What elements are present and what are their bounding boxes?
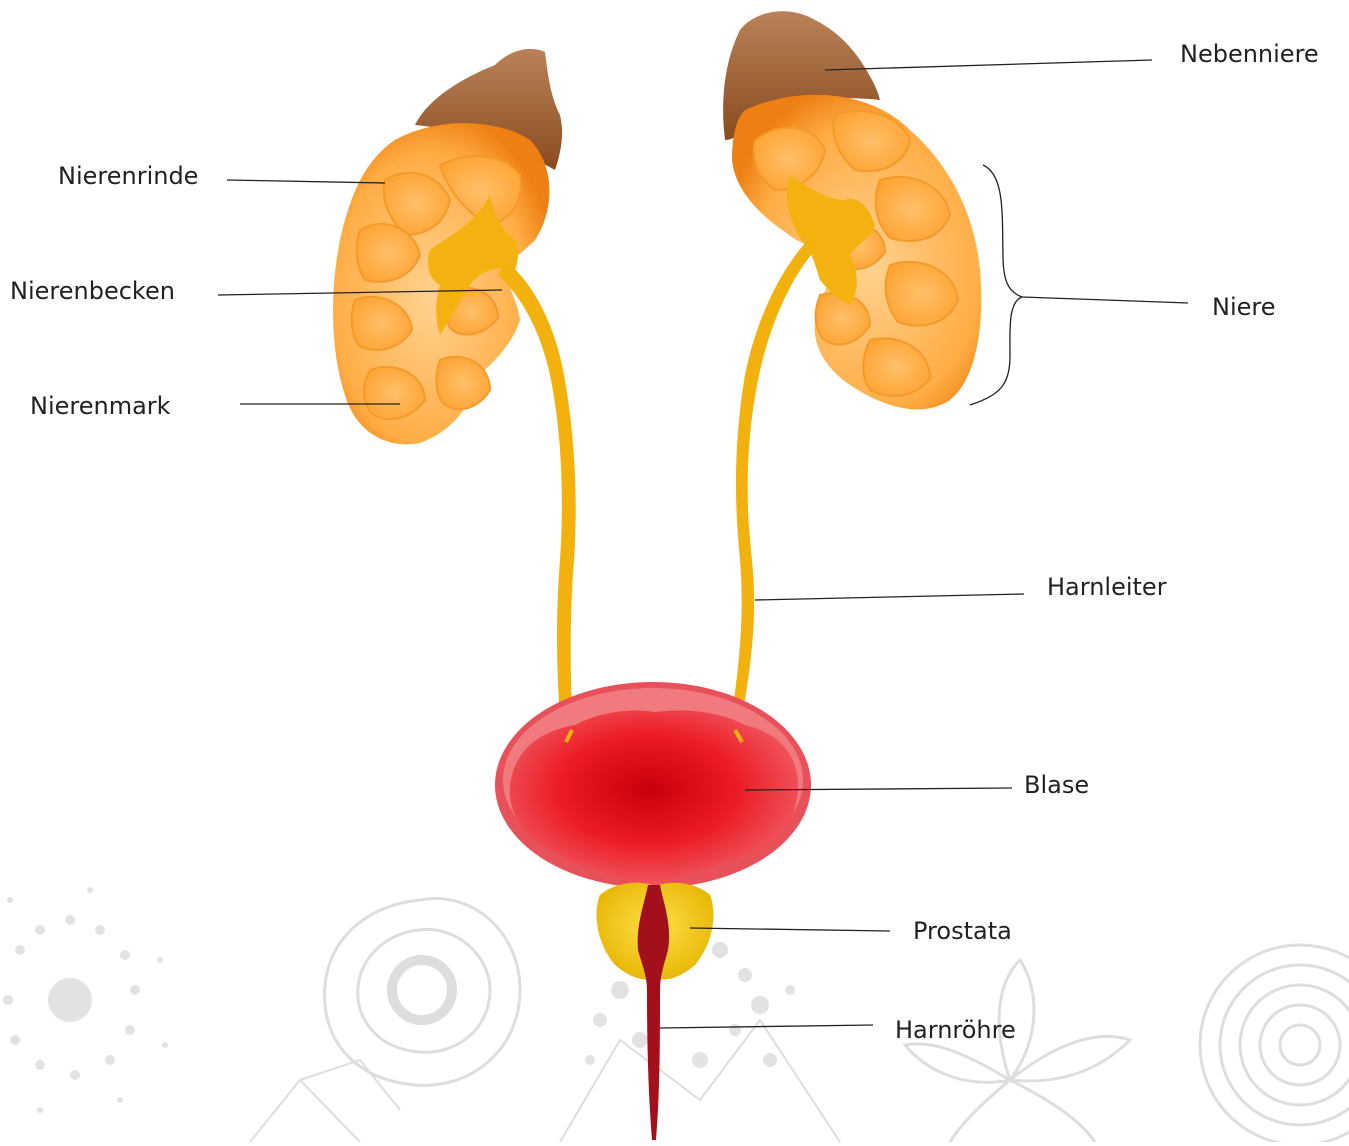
right-ureter [732,240,820,718]
web-lines-decoration [250,1020,840,1142]
nebenniere-label: Nebenniere [1180,42,1319,66]
blase-label: Blase [1024,773,1089,797]
nierenmark-label: Nierenmark [30,394,171,418]
nierenrinde-label: Nierenrinde [58,164,198,188]
urethra [638,885,669,1140]
prostata-label: Prostata [913,919,1012,943]
nebenniere-leader-line [825,60,1152,70]
harnleiter-leader-line [755,594,1024,600]
bladder [495,682,811,888]
spiral-decoration [1200,945,1349,1142]
leaf-flower-decoration [905,960,1130,1142]
niere-label: Niere [1212,295,1276,319]
right-kidney [732,95,981,410]
prostata-leader-line [690,928,890,931]
harnroehre-label: Harnröhre [895,1018,1016,1042]
harnleiter-label: Harnleiter [1047,575,1167,599]
niere-leader-line [1022,297,1188,303]
harnroehre-leader-line [660,1025,873,1028]
concentric-flower-decoration [325,898,520,1085]
nierenbecken-label: Nierenbecken [10,279,175,303]
